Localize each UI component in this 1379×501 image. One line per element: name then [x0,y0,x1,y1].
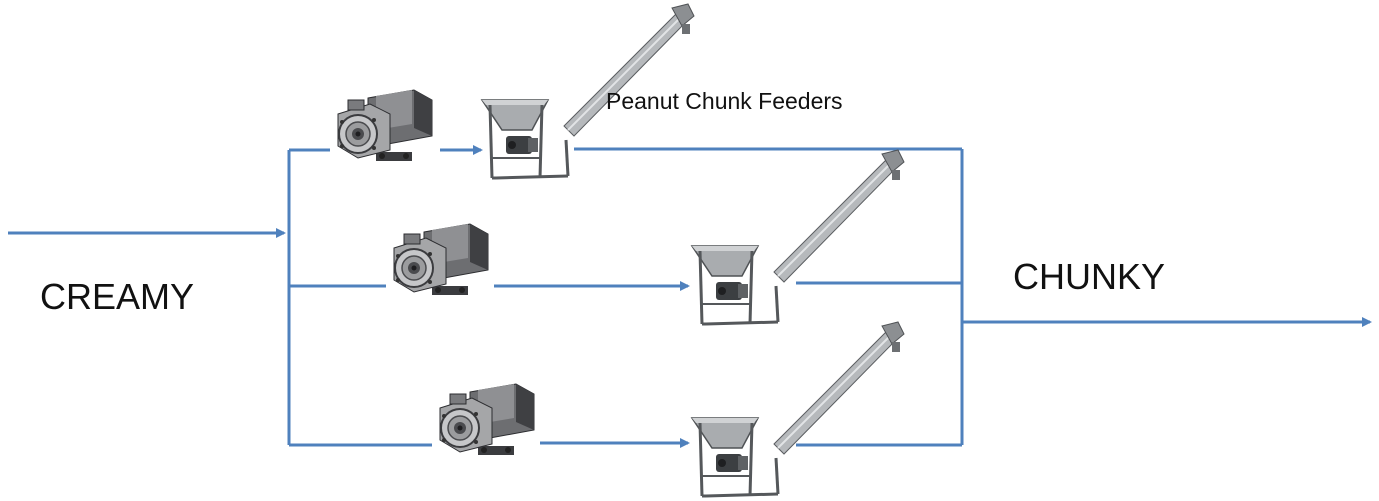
flow-lines [8,145,1372,448]
input-product-label: CREAMY [40,276,195,317]
feeder-3-icon [690,320,906,498]
output-product-label: CHUNKY [1013,256,1166,297]
pump-2-icon [393,223,489,296]
pump-3-icon [439,383,535,456]
pump-1-icon [337,89,433,162]
feeders-label: Peanut Chunk Feeders [606,88,843,114]
feeder-2-icon [690,148,906,326]
